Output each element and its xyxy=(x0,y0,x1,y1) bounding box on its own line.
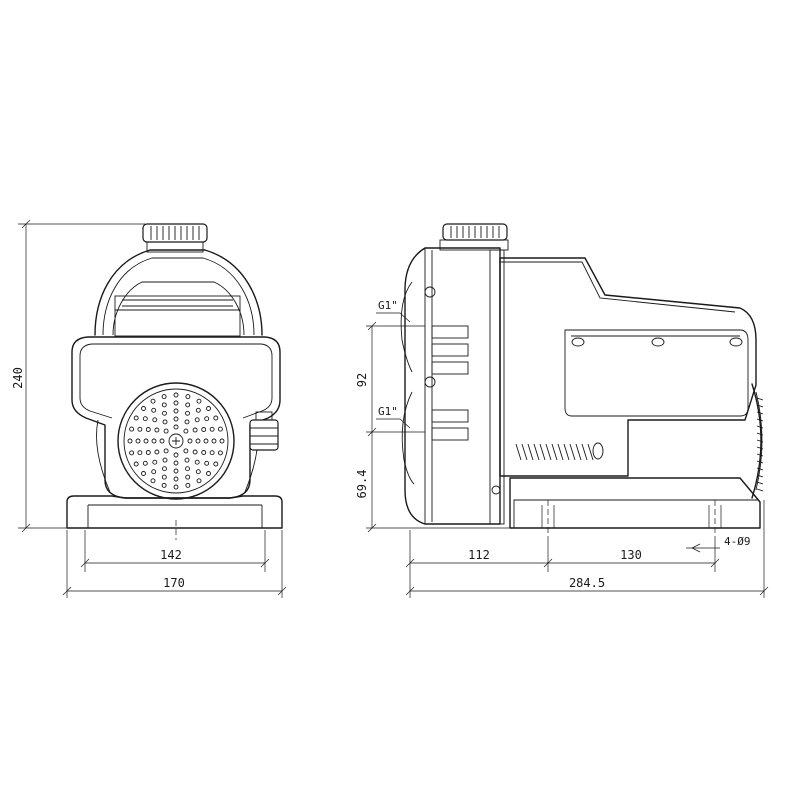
side-motor-housing xyxy=(499,257,757,477)
side-upper-port xyxy=(400,281,413,373)
front-width-label: 170 xyxy=(163,576,185,590)
front-fan-grille-holes xyxy=(127,392,225,490)
port-upper-label: G1" xyxy=(378,299,398,312)
front-cable-gland xyxy=(249,411,279,451)
front-view xyxy=(66,223,283,540)
front-handle-outer xyxy=(94,249,263,336)
side-view xyxy=(400,223,764,540)
front-priming-cap xyxy=(142,223,208,253)
side-base xyxy=(509,477,761,529)
front-base xyxy=(66,495,283,529)
side-pump-head xyxy=(404,247,501,525)
front-height-label: 240 xyxy=(11,367,25,389)
front-dimensions: 240 142 170 xyxy=(11,219,287,598)
side-ports-spacing-label: 92 xyxy=(355,373,369,387)
side-port-ribs xyxy=(431,325,469,441)
side-left-offset-label: 112 xyxy=(468,548,490,562)
side-rear-fan xyxy=(751,383,762,499)
mount-holes-label: 4-Ø9 xyxy=(724,535,751,548)
side-panel xyxy=(564,329,749,417)
front-body-outline xyxy=(71,336,281,499)
side-vent-slots xyxy=(515,443,594,461)
front-fan-cover xyxy=(117,382,235,500)
side-hole-spacing-label: 130 xyxy=(620,548,642,562)
port-lower-label: G1" xyxy=(378,405,398,418)
side-lower-port xyxy=(401,391,415,485)
side-priming-cap xyxy=(439,223,509,251)
side-dimensions: 92 69.4 G1" G1" 112 130 4-Ø9 284.5 xyxy=(355,299,769,598)
side-base-height-label: 69.4 xyxy=(355,470,369,499)
side-width-label: 284.5 xyxy=(569,576,605,590)
front-inner-width-label: 142 xyxy=(160,548,182,562)
